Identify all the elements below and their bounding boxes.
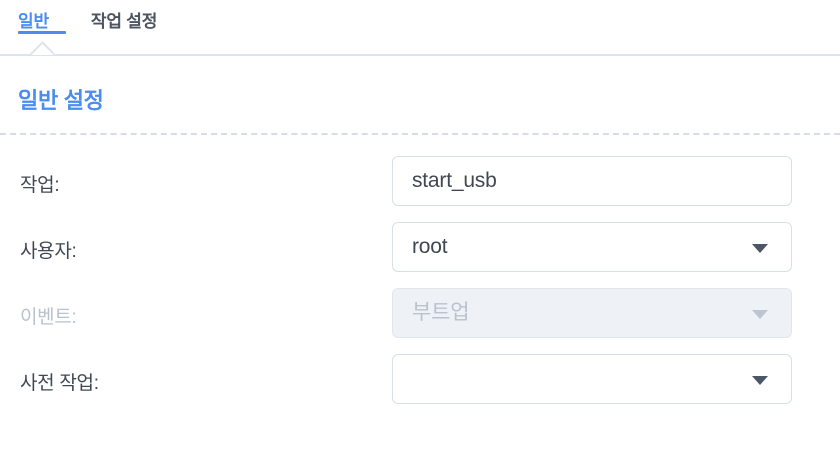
event-dropdown: 부트업 xyxy=(392,288,792,338)
pre-task-dropdown-value xyxy=(412,355,747,403)
form-row-task: 작업: start_usb xyxy=(0,152,840,218)
label-task: 작업: xyxy=(20,175,60,196)
active-tab-underline xyxy=(18,31,66,34)
tab-general[interactable]: 일반 xyxy=(18,12,49,31)
tab-bar-divider xyxy=(0,54,840,56)
chevron-down-icon[interactable] xyxy=(752,376,768,385)
label-pre-task: 사전 작업: xyxy=(20,373,99,394)
pre-task-dropdown[interactable] xyxy=(392,354,792,404)
chevron-down-icon xyxy=(752,310,768,319)
user-dropdown[interactable]: root xyxy=(392,222,792,272)
event-dropdown-value: 부트업 xyxy=(412,301,470,324)
chevron-down-icon[interactable] xyxy=(752,244,768,253)
tab-task-settings[interactable]: 작업 설정 xyxy=(90,12,158,31)
task-name-input-value: start_usb xyxy=(412,169,497,192)
section-dashed-divider xyxy=(0,133,840,135)
section-title: 일반 설정 xyxy=(18,88,104,113)
form-row-pre-task: 사전 작업: xyxy=(0,350,840,416)
tab-list: 일반 작업 설정 xyxy=(0,0,840,38)
label-user: 사용자: xyxy=(20,241,77,262)
tab-bar: 일반 작업 설정 xyxy=(0,0,840,56)
label-event: 이벤트: xyxy=(20,307,77,328)
task-name-input[interactable]: start_usb xyxy=(392,156,792,206)
form-row-user: 사용자: root xyxy=(0,218,840,284)
form-row-event: 이벤트: 부트업 xyxy=(0,284,840,350)
general-settings-form: 작업: start_usb 사용자: root 이벤트: 부트업 사전 작업: xyxy=(0,152,840,416)
user-dropdown-value: root xyxy=(412,235,448,258)
active-tab-pointer-icon xyxy=(30,41,54,55)
